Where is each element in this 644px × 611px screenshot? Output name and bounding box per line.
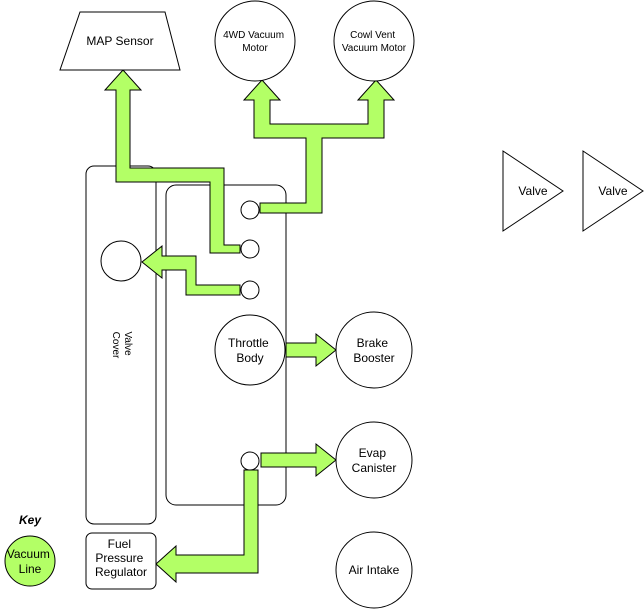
- map-sensor-label: MAP Sensor: [86, 34, 153, 48]
- valve-1: [502, 150, 564, 232]
- valve-2-label: Valve: [598, 184, 627, 198]
- throttle-body-label-line-1: Throttle: [228, 336, 269, 350]
- air-intake-label: Air Intake: [349, 563, 400, 577]
- evap-canister: [335, 421, 413, 499]
- fpr-label-line-2: Pressure: [95, 551, 143, 565]
- throttle-body-label-line-2: Body: [236, 351, 263, 365]
- cowl-vent-motor: [333, 0, 415, 82]
- fpr-label-line-1: Fuel: [108, 537, 131, 551]
- intake-port-2: [240, 239, 260, 259]
- fpr-label-line-3: Regulator: [95, 565, 147, 579]
- valve-cover-port: [100, 240, 142, 282]
- vacuum-line-evap-canister: [260, 442, 337, 478]
- svg-text:Brake Booster: Brake Booster: [353, 336, 394, 365]
- fuel-pressure-regulator: [85, 532, 157, 590]
- vacuum-motor-4wd-label-line-1: 4WD Vacuum: [223, 30, 284, 41]
- vacuum-line-map-sensor: [103, 69, 241, 254]
- map-sensor: [59, 11, 181, 71]
- svg-text:Throttle Body: Throttle Body: [228, 336, 272, 365]
- svg-text:Valve Cover: Valve Cover: [110, 331, 133, 359]
- cowl-vent-motor-label-line-1: Cowl Vent: [350, 30, 395, 41]
- key-vacuum-line-label-1: Vacuum: [7, 547, 50, 561]
- valve-cover-label-line-2: Cover: [110, 332, 121, 359]
- intake-port-1: [240, 200, 260, 220]
- brake-booster: [335, 311, 413, 389]
- brake-booster-label-line-2: Booster: [353, 351, 394, 365]
- intake-port-3: [240, 280, 260, 300]
- key-title: Key: [19, 513, 42, 527]
- brake-booster-label-line-1: Brake: [357, 336, 389, 350]
- svg-text:Evap Canister: Evap Canister: [352, 446, 397, 475]
- valve-cover-label-line-1: Valve: [122, 331, 133, 356]
- vacuum-line-brake-booster: [285, 332, 337, 368]
- vacuum-line-valve-cover: [141, 244, 241, 296]
- throttle-body: [214, 314, 286, 386]
- air-intake: [335, 531, 413, 609]
- key-vacuum-line-label-2: Line: [19, 562, 42, 576]
- svg-text:Vacuum Line: Vacuum Line: [7, 547, 53, 576]
- cowl-vent-motor-label-line-2: Vacuum Motor: [342, 43, 407, 54]
- svg-text:Fuel Pressure Regulato: Fuel Pressure Regulator: [95, 537, 147, 579]
- key-vacuum-line-swatch: [4, 535, 56, 587]
- evap-canister-label-line-2: Canister: [352, 461, 397, 475]
- intake-port-4: [240, 451, 260, 471]
- valve-1-label: Valve: [518, 184, 547, 198]
- valve-2: [582, 150, 644, 232]
- evap-canister-label-line-1: Evap: [359, 446, 387, 460]
- vacuum-line-vacuum-motors: [242, 79, 396, 214]
- vacuum-motor-4wd-label-line-2: Motor: [242, 43, 268, 54]
- svg-text:4WD Vacuum Motor: 4WD Vacuum Motor: [223, 30, 287, 54]
- vacuum-line-fuel-pressure-regulator: [155, 469, 259, 584]
- svg-text:Cowl Vent Vacuum Motor: Cowl Vent Vacuum Motor: [342, 30, 407, 54]
- vacuum-motor-4wd: [214, 0, 296, 82]
